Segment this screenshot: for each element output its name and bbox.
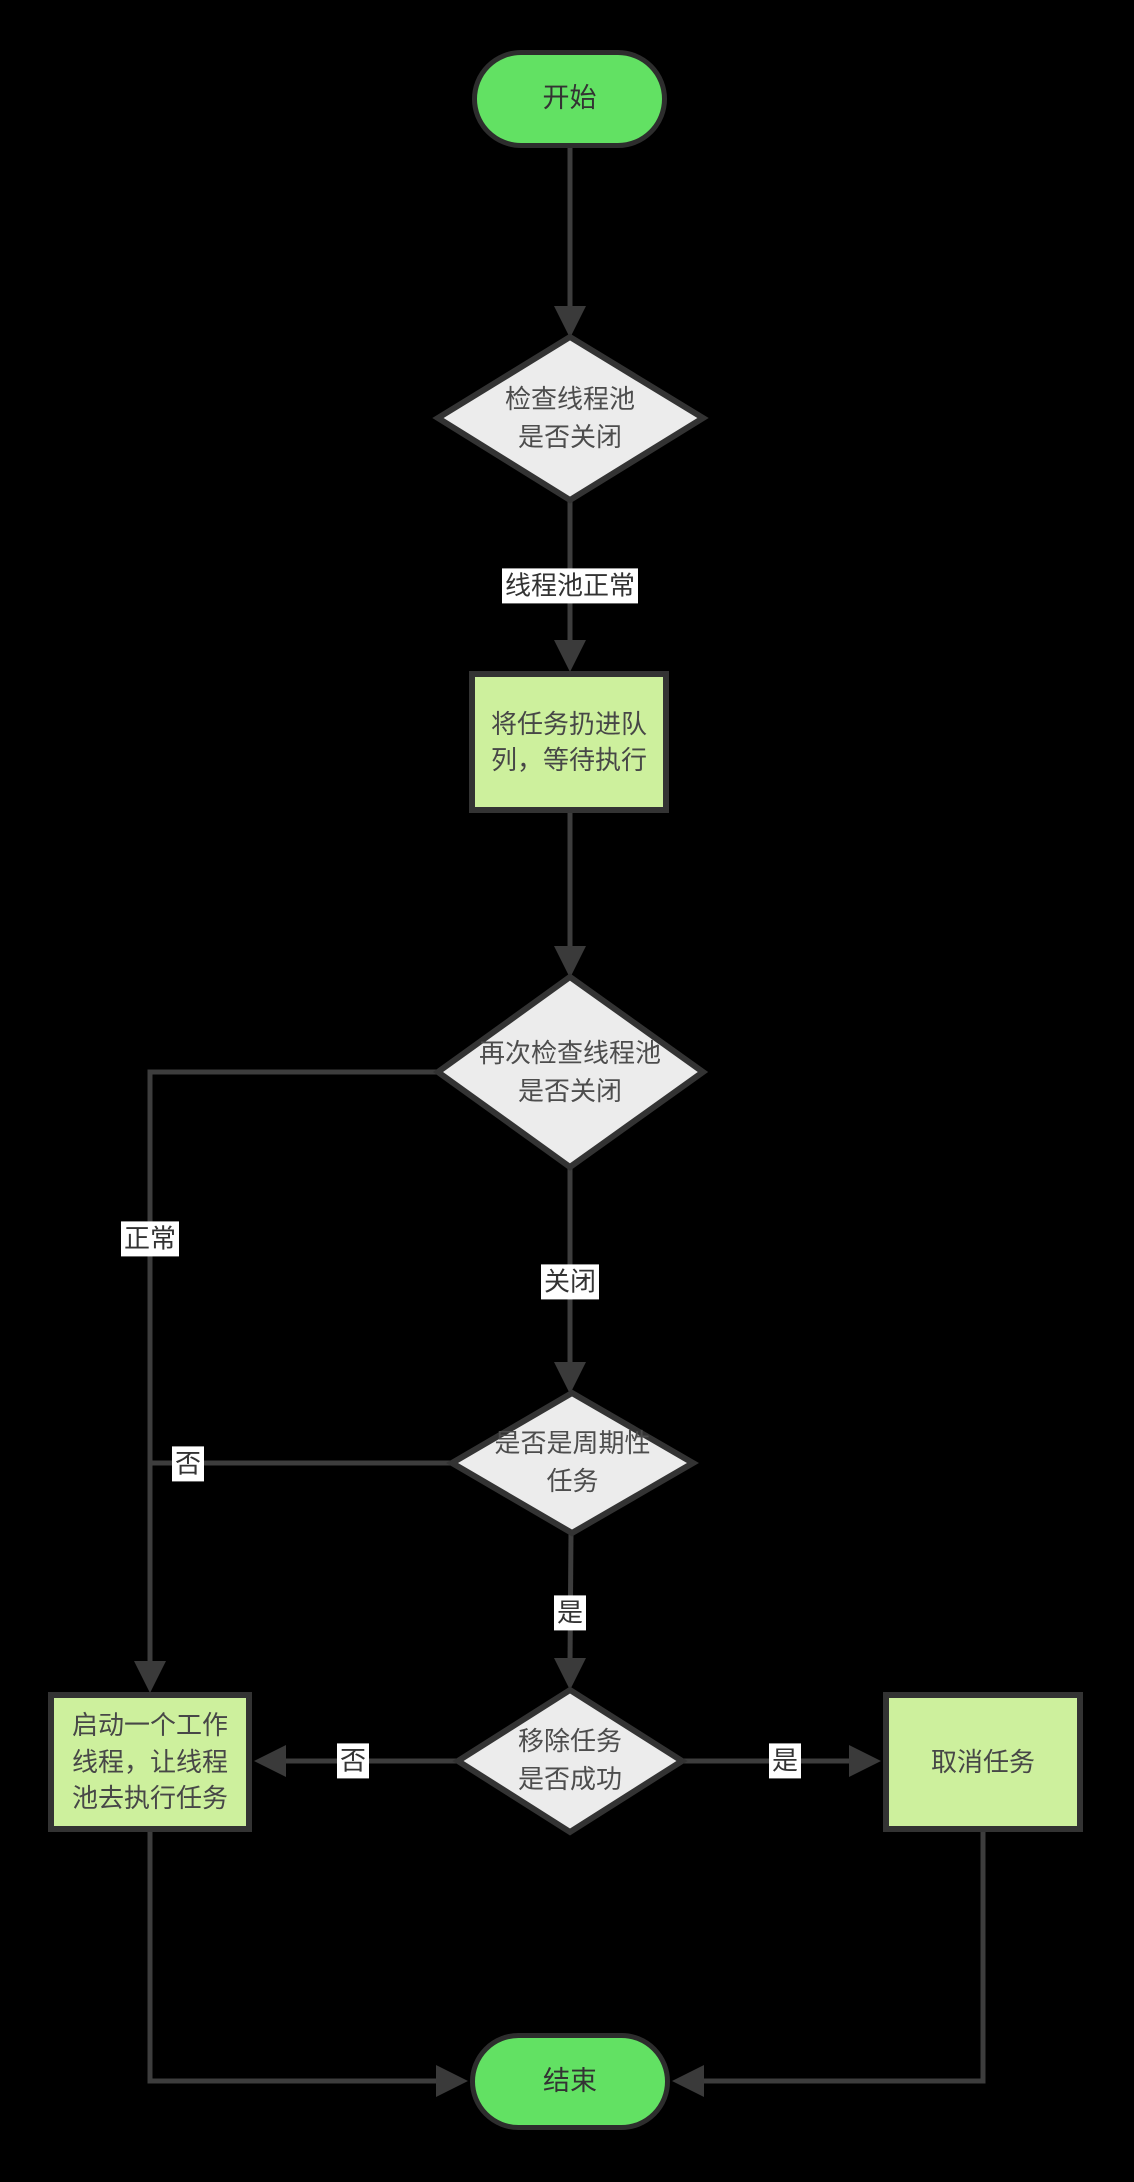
start-node-label: 开始 [542,83,597,114]
edge-label-periodic-no: 否 [171,1446,205,1482]
edge-recheck-to-worker [147,1069,438,1665]
arrowhead [254,1745,286,1777]
process-cancel-task: 取消任务 [883,1692,1083,1832]
decision-periodic-task-label: 是否是周期性 任务 [494,1428,651,1496]
decision-check-pool-label: 检查线程池 是否关闭 [504,384,635,452]
arrowhead [672,2065,704,2097]
edge-label-remove-yes: 是 [768,1743,802,1779]
decision-remove-task-shape [452,1686,688,1836]
start-node: 开始 [472,50,667,148]
edge-worker-to-end [147,1832,440,2084]
process-start-worker-thread: 启动一个工作 线程，让线程 池去执行任务 [48,1692,252,1832]
end-node: 结束 [470,2033,670,2130]
arrowhead [554,640,586,672]
arrowhead [554,946,586,978]
edge-label-normal: 正常 [120,1221,180,1257]
arrowhead [849,1745,881,1777]
decision-recheck-pool-label: 再次检查线程池 是否关闭 [478,1037,661,1106]
edge-label-remove-no: 否 [336,1743,370,1779]
arrowhead [134,1661,166,1693]
arrowhead [554,306,586,338]
arrowhead [436,2065,468,2097]
arrowhead [554,1362,586,1394]
process-cancel-task-label: 取消任务 [930,1746,1035,1777]
edge-label-pool-normal: 线程池正常 [501,568,639,604]
decision-check-pool-shape [432,333,709,504]
decision-remove-task-label: 移除任务 是否成功 [517,1726,622,1794]
process-enqueue-task-label: 将任务扔进队 列，等待执行 [490,708,647,775]
decision-periodic-task-shape [446,1389,699,1537]
edge-label-periodic-yes: 是 [553,1595,587,1631]
decision-recheck-pool-shape [432,973,709,1171]
process-enqueue-task: 将任务扔进队 列，等待执行 [469,671,669,813]
process-start-worker-thread-label: 启动一个工作 线程，让线程 池去执行任务 [71,1710,228,1814]
edge-cancel-to-end [700,1832,986,2084]
end-node-label: 结束 [543,2065,597,2096]
arrowhead [554,1658,586,1690]
edge-label-closed: 关闭 [540,1264,600,1300]
